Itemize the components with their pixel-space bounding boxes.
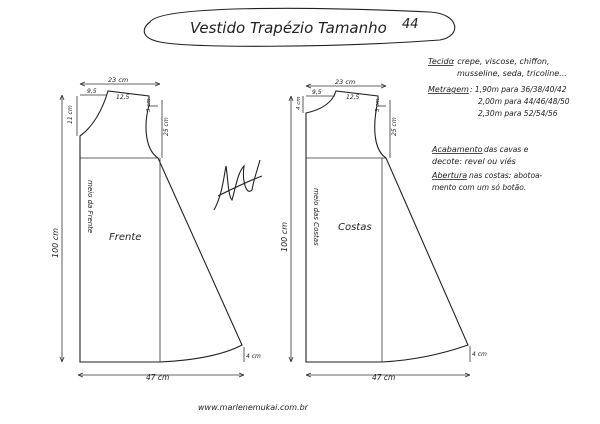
designer-signature (213, 159, 263, 211)
website-footer: www.marlenemukai.com.br (198, 403, 309, 412)
back-outline (305, 90, 469, 363)
front-armhole-depth: 25 cm (163, 117, 170, 136)
metragem-row-1: : 1,90m para 36/38/40/42 (470, 85, 567, 94)
abertura-label: Abertura (431, 171, 467, 180)
abertura-text-2: mento com um só botão. (432, 183, 526, 192)
back-armhole-depth: 25 cm (391, 117, 398, 136)
front-center-label: meio da Frente (86, 180, 94, 233)
acabamento-text: das cavas e (484, 145, 529, 154)
front-neck-depth: 11 cm (67, 105, 74, 124)
abertura-text: nas costas: abotoa- (469, 171, 543, 180)
fabric-notes: Tecido : crepe, viscose, chiffon, mussel… (428, 57, 570, 118)
front-hem-rise: 4 cm (246, 353, 261, 360)
back-center-label: meio das Costas (312, 188, 320, 246)
front-shoulder: 12,5 (116, 94, 130, 101)
front-neck-width: 9,5 (87, 88, 97, 95)
metragem-row-3: 2,30m para 52/54/56 (478, 109, 558, 118)
front-top-width: 23 cm (108, 76, 128, 84)
title-banner: Vestido Trapézio Tamanho 44 (143, 7, 456, 47)
tecido-label: Tecido (428, 57, 454, 66)
back-hem-width: 47 cm (372, 373, 395, 382)
front-pattern-piece: 23 cm 9,5 12,5 11 cm 3 cm 25 cm 100 cm m… (51, 76, 261, 382)
back-top-width: 23 cm (335, 78, 355, 86)
back-armhole-width: 3 cm (375, 98, 381, 112)
front-piece-name: Frente (109, 232, 141, 243)
metragem-label: Metragem (428, 85, 469, 94)
back-piece-name: Costas (338, 222, 372, 233)
back-hem-rise: 4 cm (472, 351, 487, 358)
acabamento-label: Acabamento (431, 145, 483, 154)
metragem-row-2: 2,00m para 44/46/48/50 (478, 97, 570, 106)
back-length: 100 cm (280, 222, 289, 252)
back-neck-depth: 4 cm (296, 96, 302, 110)
front-outline (79, 90, 243, 363)
front-hem-width: 47 cm (146, 373, 169, 382)
finishing-notes: Acabamento das cavas e decote: revel ou … (431, 145, 543, 192)
front-armhole-width: 3 cm (146, 98, 152, 112)
tecido-text: : crepe, viscose, chiffon, (452, 57, 550, 66)
tecido-text-2: musseline, seda, tricoline... (457, 69, 567, 78)
page-title: Vestido Trapézio Tamanho (190, 19, 387, 37)
back-pattern-piece: 23 cm 9,5 12,5 4 cm 3 cm 25 cm 100 cm me… (280, 78, 487, 382)
back-neck-width: 9,5 (312, 89, 322, 96)
acabamento-text-2: decote: revel ou viés (432, 156, 516, 166)
back-shoulder: 12,5 (346, 94, 360, 101)
size-number: 44 (402, 17, 419, 32)
front-length: 100 cm (51, 228, 60, 258)
